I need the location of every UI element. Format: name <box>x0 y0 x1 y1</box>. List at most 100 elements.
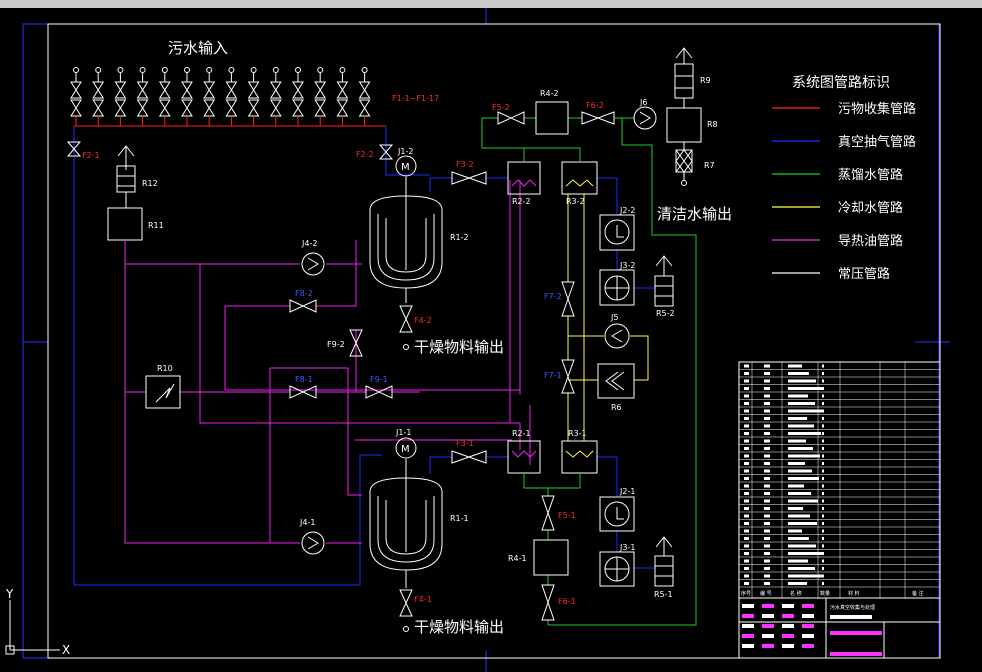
cooler-R6 <box>597 363 635 399</box>
dry-output-label-2: 干燥物料输出 <box>414 338 504 356</box>
valve-F7-1[interactable] <box>561 359 575 394</box>
valve-F7-2[interactable] <box>561 281 575 317</box>
label-F6-1: F6-1 <box>558 597 576 606</box>
valve-F6-1[interactable] <box>541 584 555 621</box>
valve-F5-1[interactable] <box>541 495 555 531</box>
label-R4-1: R4-1 <box>508 554 527 563</box>
pump-J4-1[interactable] <box>301 531 325 555</box>
label-F3-1: F3-1 <box>456 439 474 448</box>
filter-R12 <box>107 145 143 241</box>
label-R2-1: R2-1 <box>512 429 531 438</box>
label-R2-2: R2-2 <box>512 197 531 206</box>
valve-F8-2[interactable] <box>289 299 317 313</box>
inlet-valve[interactable] <box>336 67 349 127</box>
inlet-valve[interactable] <box>225 67 238 127</box>
tank-R4-2 <box>535 101 569 135</box>
tank-R4-1 <box>533 539 569 576</box>
label-J6: J6 <box>639 98 647 107</box>
valve-F2-2[interactable] <box>378 144 394 160</box>
valve-F8-1[interactable] <box>289 385 317 399</box>
reactor-R1-2 <box>369 155 443 303</box>
pump-J6[interactable] <box>633 106 657 130</box>
label-F1: F1-1~F1-17 <box>392 94 439 103</box>
ucs-y-label: Y <box>5 587 14 601</box>
valve-F4-2[interactable] <box>399 305 413 333</box>
pump-J4-2[interactable] <box>301 252 325 276</box>
label-R4-2: R4-2 <box>540 89 559 98</box>
valve-F5-2[interactable] <box>497 111 525 125</box>
title-block-header: 材 料 <box>848 590 860 597</box>
dry-output-label-1: 干燥物料输出 <box>414 618 504 636</box>
title-block-header: 编 号 <box>760 590 772 597</box>
label-R7: R7 <box>704 161 715 170</box>
label-R5-2: R5-2 <box>656 309 675 318</box>
inlet-valve[interactable] <box>358 67 371 127</box>
inlet-valve[interactable] <box>181 67 193 127</box>
label-R9: R9 <box>700 76 711 85</box>
filter-R5-2 <box>654 255 674 307</box>
label-F7-1: F7-1 <box>544 371 562 380</box>
valve-F6-2[interactable] <box>581 111 615 125</box>
ucs-x-label: X <box>62 643 70 657</box>
label-F4-2: F4-2 <box>414 316 432 325</box>
filter-R5-1 <box>654 536 674 587</box>
water-outlet <box>681 180 687 186</box>
legend-label: 冷却水管路 <box>838 200 903 216</box>
inlet-valve[interactable] <box>136 67 149 127</box>
valve-F9-1[interactable] <box>365 385 393 399</box>
inlet-valve[interactable] <box>269 67 282 127</box>
vacuum-pump-J3-1[interactable] <box>599 551 635 587</box>
condenser-R2-2 <box>507 161 541 195</box>
label-J3-1: J3-1 <box>619 543 635 552</box>
title-block-header: 备 注 <box>912 590 924 597</box>
condenser-R3-2 <box>561 161 598 195</box>
label-F2-2: F2-2 <box>356 150 374 159</box>
heating-oil-lines <box>124 180 531 544</box>
label-F9-1: F9-1 <box>370 375 388 384</box>
valve-F2-1[interactable] <box>66 141 82 157</box>
inlet-valve[interactable] <box>247 67 260 127</box>
vacuum-line-upper <box>385 126 430 176</box>
inlet-valve[interactable] <box>203 67 216 127</box>
valve-F4-1[interactable] <box>399 589 413 617</box>
vapor-lines <box>429 177 655 569</box>
cooling-water-lines <box>567 194 649 441</box>
inlet-valve[interactable] <box>158 67 171 127</box>
legend-label: 导热油管路 <box>838 233 903 249</box>
motor-M-1: M <box>401 444 410 455</box>
valve-F9-2[interactable] <box>349 329 363 357</box>
vacuum-pump-J2-1[interactable] <box>599 496 635 532</box>
ucs-icon <box>5 600 60 655</box>
valve-F3-1[interactable] <box>451 450 487 464</box>
label-F2-1: F2-1 <box>82 151 100 160</box>
inlet-label: 污水输入 <box>168 39 228 57</box>
pump-J5[interactable] <box>604 323 630 349</box>
condenser-R2-1 <box>507 440 541 474</box>
vacuum-pump-J2-2[interactable] <box>599 214 635 251</box>
reactor-R1-1 <box>369 437 443 588</box>
inlet-valve[interactable] <box>92 67 105 127</box>
inlet-valve[interactable] <box>314 67 327 127</box>
inlet-valve[interactable] <box>114 67 127 127</box>
label-R8: R8 <box>707 120 718 129</box>
label-J4-2: J4-2 <box>301 239 317 248</box>
vacuum-pump-J3-2[interactable] <box>599 269 635 306</box>
vacuum-line-left <box>73 126 382 586</box>
clean-water-label: 清洁水输出 <box>657 205 732 223</box>
label-J2-1: J2-1 <box>619 487 635 496</box>
filter-R9 <box>674 47 694 108</box>
valve-F3-2[interactable] <box>451 171 487 185</box>
label-F6-2: F6-2 <box>586 101 604 110</box>
label-F4-1: F4-1 <box>414 595 432 604</box>
label-R1-2: R1-2 <box>450 233 469 242</box>
condenser-R3-1 <box>561 440 598 474</box>
inlet-valve[interactable] <box>292 67 304 127</box>
label-R1-1: R1-1 <box>450 514 469 523</box>
label-J1-1: J1-1 <box>395 428 411 437</box>
inlet-valve[interactable] <box>70 67 82 127</box>
label-F9-2: F9-2 <box>327 340 345 349</box>
inner-frame <box>47 23 941 659</box>
label-F8-1: F8-1 <box>295 375 313 384</box>
